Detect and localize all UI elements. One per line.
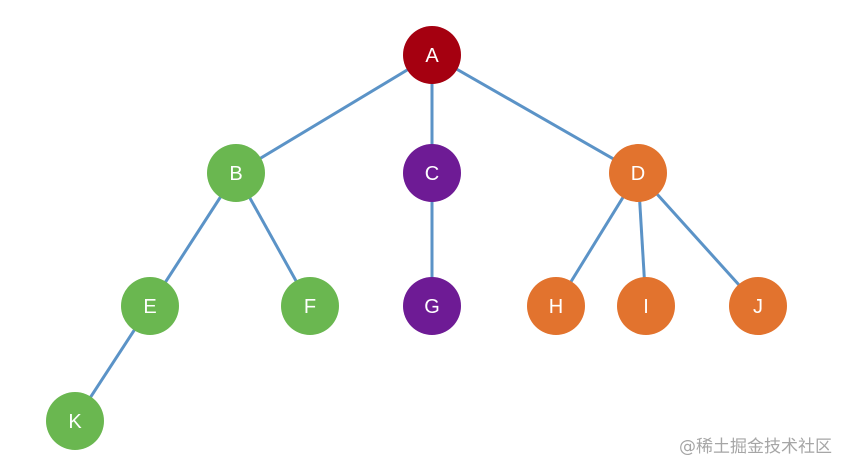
node-circle-h xyxy=(527,277,585,335)
node-circle-k xyxy=(46,392,104,450)
node-d: D xyxy=(609,144,667,202)
node-e: E xyxy=(121,277,179,335)
node-label-d: D xyxy=(631,163,645,185)
node-h: H xyxy=(527,277,585,335)
node-circle-a xyxy=(403,26,461,84)
edge-a-b xyxy=(235,53,433,175)
node-g: G xyxy=(403,277,461,335)
node-circle-j xyxy=(729,277,787,335)
edge-a-d xyxy=(431,53,639,175)
watermark-text: @稀土掘金技术社区 xyxy=(679,437,832,457)
node-circle-b xyxy=(207,144,265,202)
node-label-e: E xyxy=(143,296,156,318)
node-circle-c xyxy=(403,144,461,202)
node-label-j: J xyxy=(753,296,763,318)
node-label-h: H xyxy=(549,296,563,318)
node-i: I xyxy=(617,277,675,335)
node-a: A xyxy=(403,26,461,84)
node-j: J xyxy=(729,277,787,335)
node-c: C xyxy=(403,144,461,202)
node-b: B xyxy=(207,144,265,202)
node-k: K xyxy=(46,392,104,450)
edges-layer xyxy=(73,53,760,422)
node-label-i: I xyxy=(643,296,649,318)
node-f: F xyxy=(281,277,339,335)
node-label-k: K xyxy=(68,411,82,433)
node-circle-g xyxy=(403,277,461,335)
nodes-layer: A B C D E F G H I J K xyxy=(46,26,787,450)
node-label-g: G xyxy=(424,296,440,318)
node-label-a: A xyxy=(425,45,439,67)
node-circle-e xyxy=(121,277,179,335)
node-label-c: C xyxy=(425,163,439,185)
edge-d-j xyxy=(636,171,760,308)
node-circle-i xyxy=(617,277,675,335)
node-circle-d xyxy=(609,144,667,202)
node-label-b: B xyxy=(229,163,242,185)
node-label-f: F xyxy=(304,296,316,318)
node-circle-f xyxy=(281,277,339,335)
